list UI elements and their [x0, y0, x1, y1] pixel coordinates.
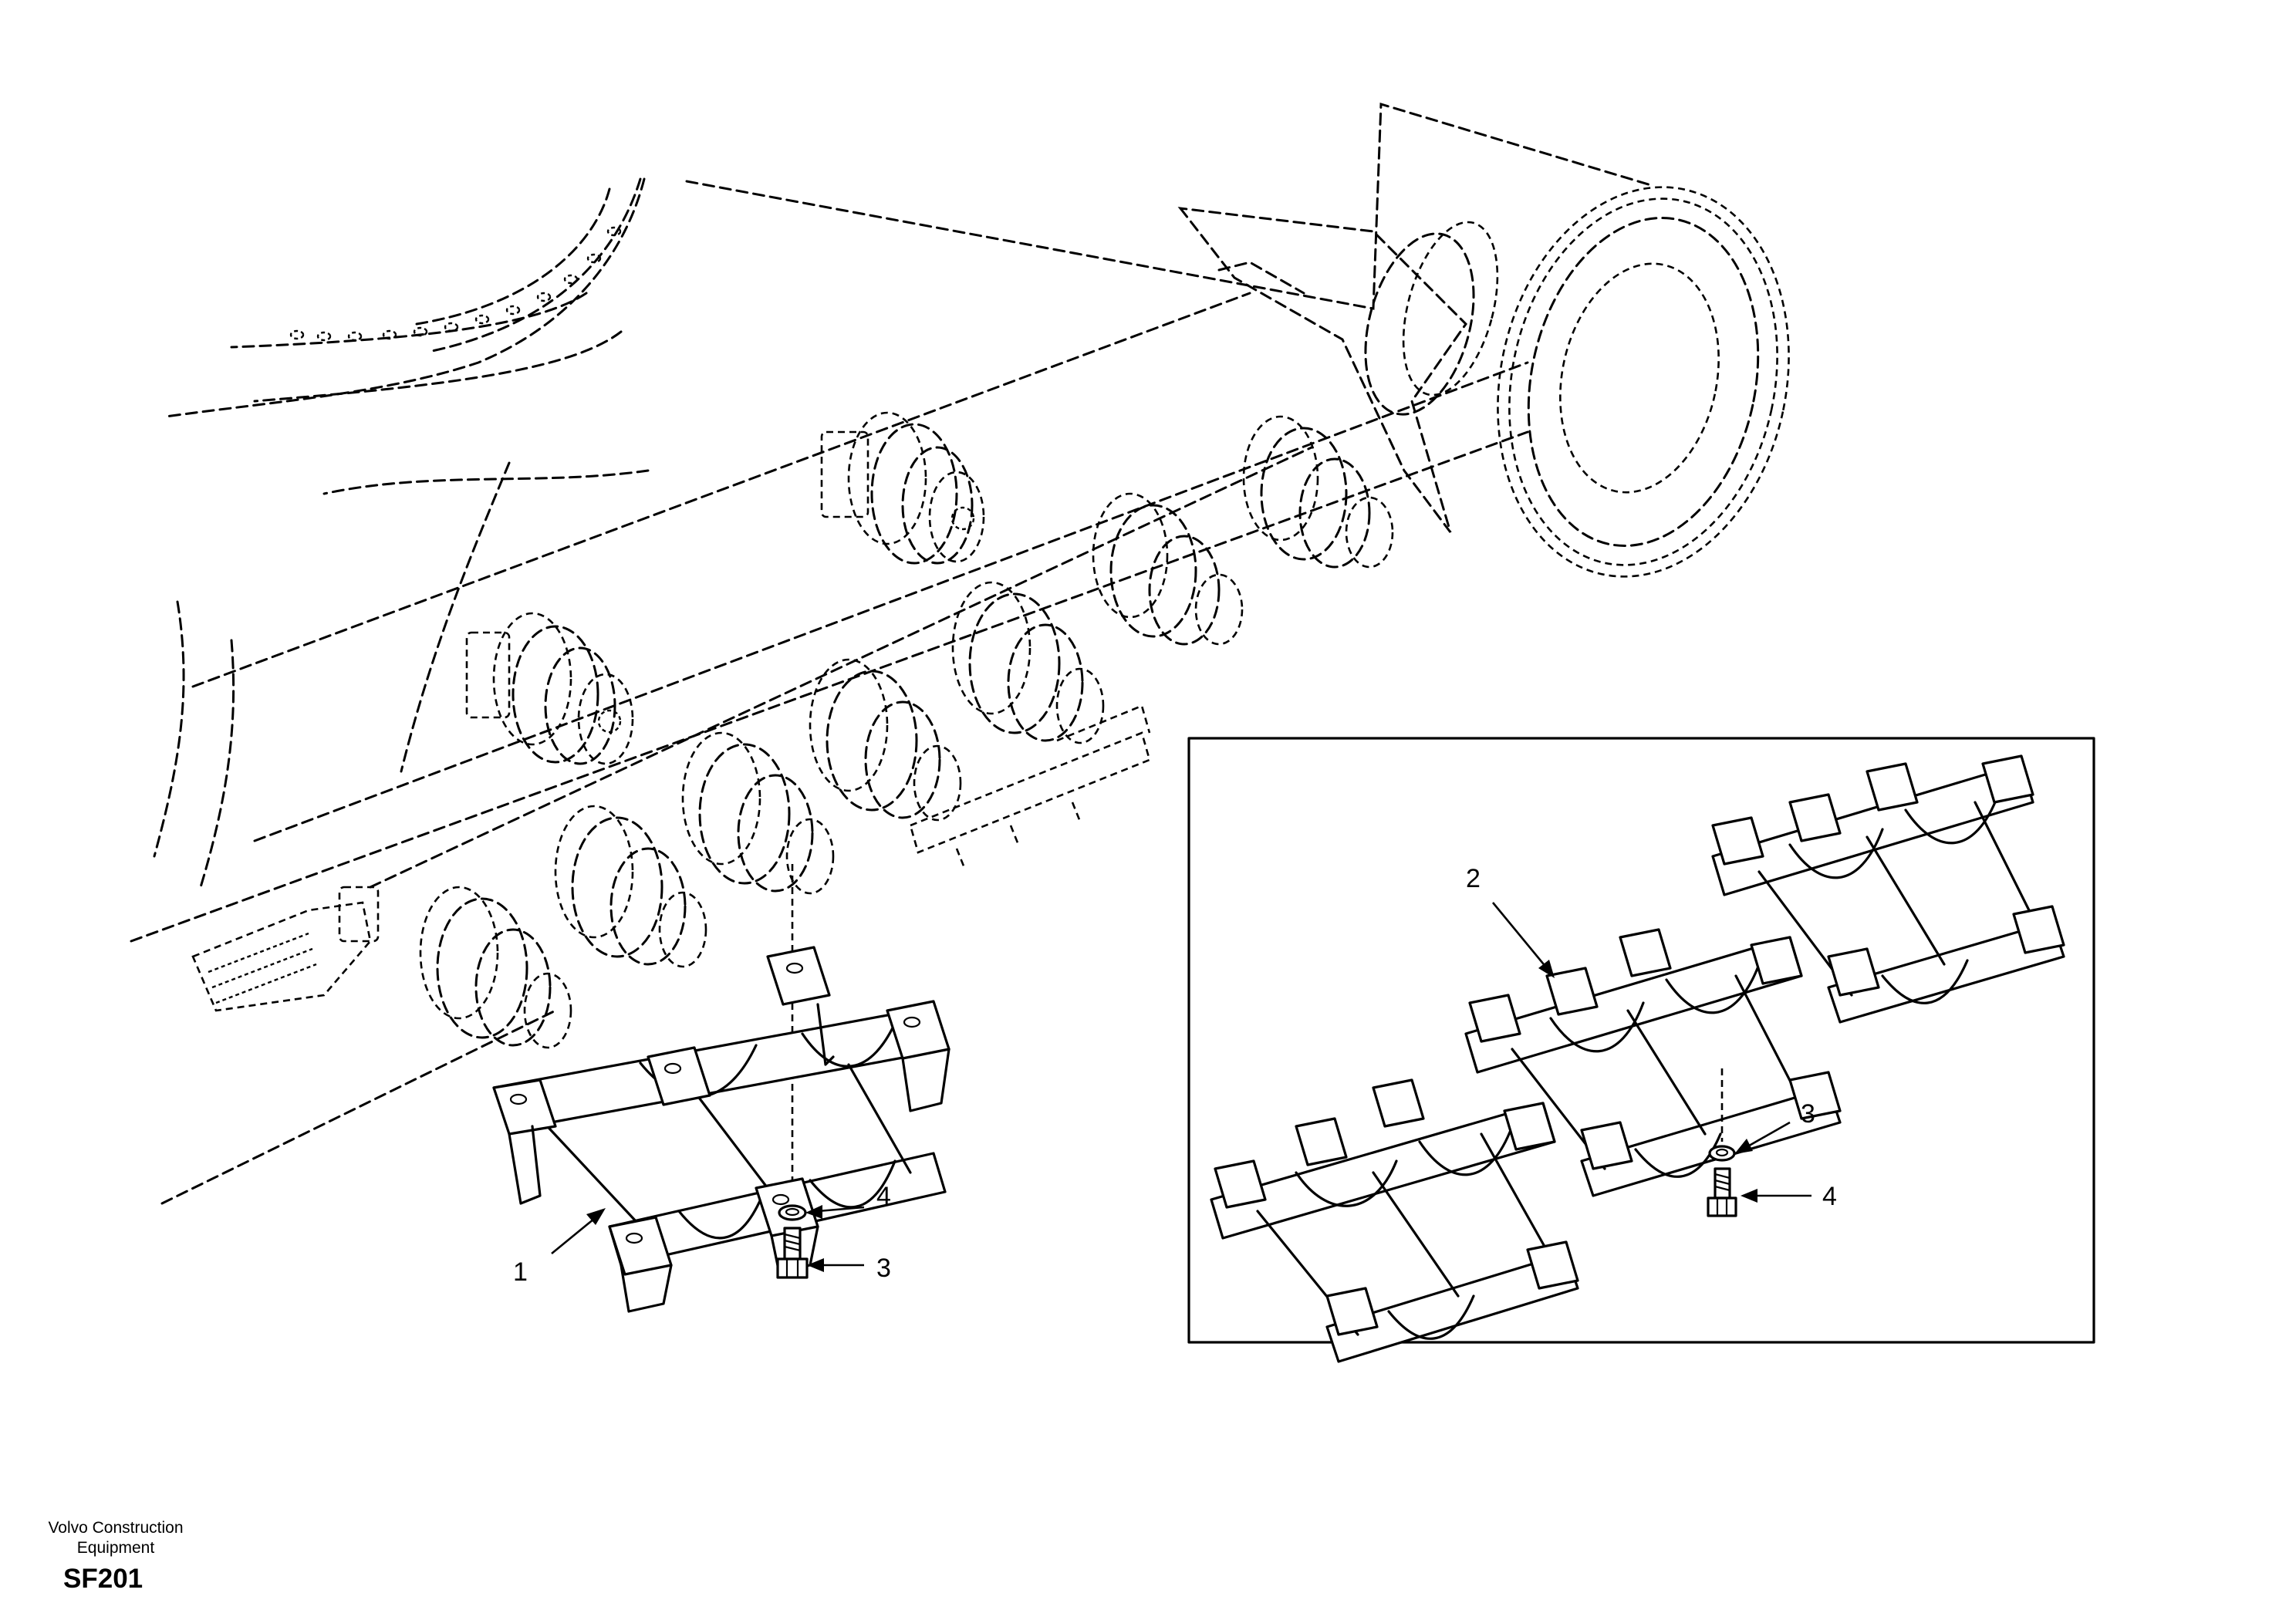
- track-guard-part-2-right-section: [1711, 754, 2065, 1024]
- detail-inset-frame: [1187, 737, 2095, 1344]
- track-guard-part-2-left-section: [1210, 1078, 1579, 1363]
- track-guard-part-2-middle-section: [1464, 928, 1842, 1197]
- svg-text:4: 4: [876, 1182, 891, 1211]
- bolt-part-main: [776, 1227, 809, 1279]
- svg-text:1: 1: [513, 1257, 528, 1287]
- callout-3-main: 3: [807, 1254, 891, 1283]
- svg-text:3: 3: [1801, 1099, 1815, 1129]
- brand-line-1: Volvo Construction: [48, 1519, 184, 1537]
- track-rollers: [419, 415, 1394, 1049]
- drive-sprocket-outline: [1364, 186, 1790, 578]
- callout-2: 2: [1466, 864, 1555, 978]
- carrier-roller-upper: [820, 411, 985, 565]
- callout-4-inset: 4: [1741, 1182, 1837, 1211]
- callout-4-main: 4: [805, 1182, 891, 1219]
- brand-label: Volvo Construction Equipment: [23, 1518, 208, 1558]
- svg-text:4: 4: [1822, 1182, 1837, 1211]
- undercarriage-frame-outline: [130, 103, 1653, 1205]
- callout-3-inset: 3: [1734, 1099, 1815, 1154]
- brand-line-2: Equipment: [76, 1539, 155, 1557]
- carrier-roller-lower: [465, 612, 634, 765]
- diagram-code: SF201: [63, 1564, 144, 1594]
- svg-text:2: 2: [1466, 864, 1481, 893]
- callout-1: 1: [513, 1208, 606, 1287]
- bolt-part-inset: [1707, 1167, 1737, 1217]
- guard-segments-outline: [909, 704, 1151, 869]
- swing-ring-bolt-circle: [289, 177, 642, 353]
- track-adjuster-outline: [191, 886, 380, 1012]
- svg-text:3: 3: [876, 1254, 891, 1283]
- washer-part-inset: [1708, 1145, 1736, 1162]
- washer-part-main: [778, 1204, 807, 1221]
